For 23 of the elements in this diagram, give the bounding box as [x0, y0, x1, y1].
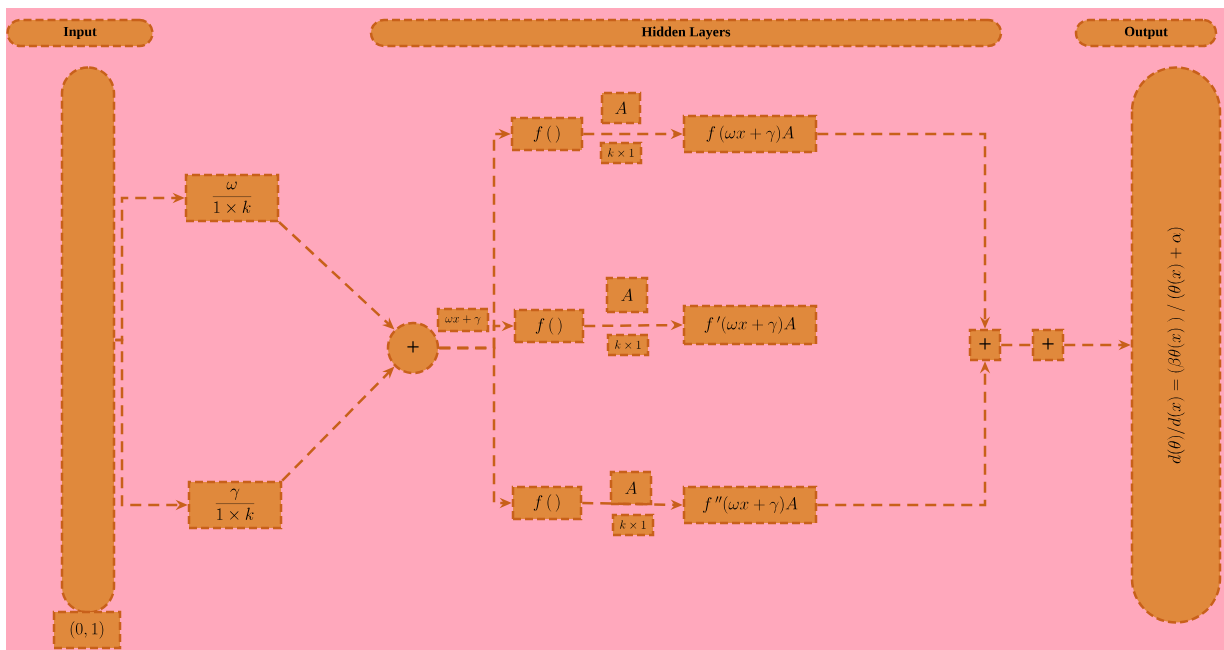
- fraction-box: $\frac{\omega}{1 \times k}$: [184, 173, 280, 223]
- output-bar: $d(\theta)/d(x)=(\beta\theta(x)\ )\ /\ (\theta(x)+\alpha)$: [1130, 66, 1222, 624]
- header-pill: Input: [6, 18, 154, 48]
- value-box: $(0,1)$: [52, 610, 122, 650]
- dimension-box: $k \times 1$: [599, 141, 643, 165]
- dimension-box: $k \times 1$: [611, 513, 655, 537]
- dimension-box: $k \times 1$: [606, 333, 650, 357]
- connector-line: [1001, 343, 1032, 347]
- sum-box: +: [968, 328, 1002, 362]
- function-box: $f\,(\omega x + \gamma)A$: [682, 114, 818, 154]
- matrix-box: $A$: [605, 276, 649, 314]
- function-box: $f\,''(\omega x + \gamma)A$: [682, 485, 818, 525]
- value-box: $\omega x + \gamma$: [436, 307, 490, 333]
- fraction-box: $\frac{\gamma}{1 \times k}$: [187, 480, 283, 530]
- function-box: $f\,(\,)$: [511, 485, 583, 521]
- matrix-box: $A$: [600, 91, 642, 125]
- sum-box: +: [1031, 328, 1065, 362]
- matrix-box: $A$: [609, 470, 653, 506]
- function-box: $f\,(\,)$: [510, 116, 584, 152]
- header-pill: Hidden Layers: [369, 18, 1003, 48]
- function-box: $f\,'(\omega x + \gamma)A$: [682, 304, 818, 346]
- function-box: $f\,(\,)$: [513, 308, 585, 344]
- header-pill: Output: [1074, 18, 1218, 48]
